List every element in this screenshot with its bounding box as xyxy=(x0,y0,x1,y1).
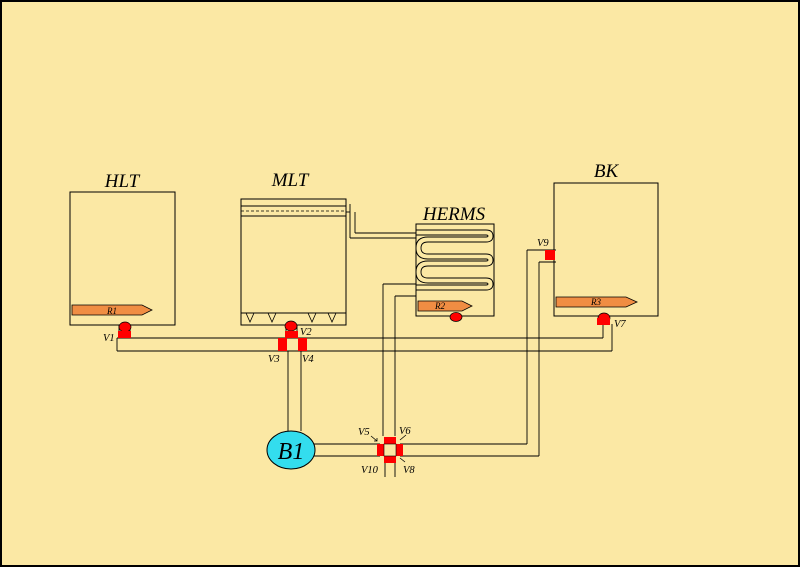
valve-v1-label: V1 xyxy=(103,333,115,344)
valves xyxy=(118,250,610,463)
arrow-icon xyxy=(399,434,407,441)
hlt-label: HLT xyxy=(104,171,141,192)
pump-body[interactable] xyxy=(266,430,316,470)
pump-b1[interactable]: B1 xyxy=(266,430,316,470)
valve-v9-label: V9 xyxy=(537,238,549,249)
heater-r3-label: R3 xyxy=(590,297,601,307)
heater-r2-label: R2 xyxy=(434,301,445,311)
temperature-sensor-icon xyxy=(449,312,463,322)
pump-label: B1 xyxy=(278,439,305,465)
valve-v6[interactable] xyxy=(396,444,403,456)
vessel-hlt: HLT xyxy=(69,171,176,326)
valve-v6-label: V6 xyxy=(399,426,411,437)
valve-v2[interactable] xyxy=(285,331,298,338)
valve-v3-label: V3 xyxy=(268,354,280,365)
valve-v7-label: V7 xyxy=(614,319,626,330)
valve-v4[interactable] xyxy=(298,338,307,351)
arrow-icon xyxy=(399,457,406,463)
heater-r1: R1 xyxy=(71,304,153,316)
mlt-false-bottom-teeth xyxy=(245,312,337,323)
mlt-label: MLT xyxy=(271,170,310,191)
temperature-sensor-icon xyxy=(118,321,132,333)
pipes xyxy=(116,204,613,477)
heater-r2: R2 xyxy=(417,300,473,312)
valve-v7[interactable] xyxy=(597,318,610,325)
heater-r2-element xyxy=(417,300,473,312)
heater-r1-label: R1 xyxy=(106,306,117,316)
bk-label: BK xyxy=(594,161,620,182)
valve-v10-label: V10 xyxy=(361,465,379,476)
herms-coil-outer xyxy=(416,229,494,291)
valve-v4-label: V4 xyxy=(302,354,314,365)
valve-v8[interactable] xyxy=(384,456,396,463)
herms-coil-inner xyxy=(415,234,489,286)
valve-v9[interactable] xyxy=(545,250,555,260)
herms-label: HERMS xyxy=(422,204,486,225)
temperature-sensor-icon xyxy=(284,320,298,332)
valve-v5[interactable] xyxy=(384,437,396,444)
manifold-junction xyxy=(383,443,397,457)
valve-v5-label: V5 xyxy=(358,427,370,438)
valve-v2-label: V2 xyxy=(300,327,312,338)
heater-r1-element xyxy=(71,304,153,316)
valve-v8-label: V8 xyxy=(403,465,415,476)
valve-labels: V1 V2 V3 V4 V5 V6 V7 V8 V9 V10 xyxy=(103,238,626,476)
vessel-mlt: MLT xyxy=(240,170,347,326)
arrow-icons xyxy=(370,434,407,463)
valve-v10[interactable] xyxy=(377,444,384,456)
arrow-icon xyxy=(370,435,378,442)
valve-v3[interactable] xyxy=(278,338,287,351)
valve-v1[interactable] xyxy=(118,331,131,338)
heater-r3-element xyxy=(555,296,638,308)
heater-r3: R3 xyxy=(555,296,638,308)
